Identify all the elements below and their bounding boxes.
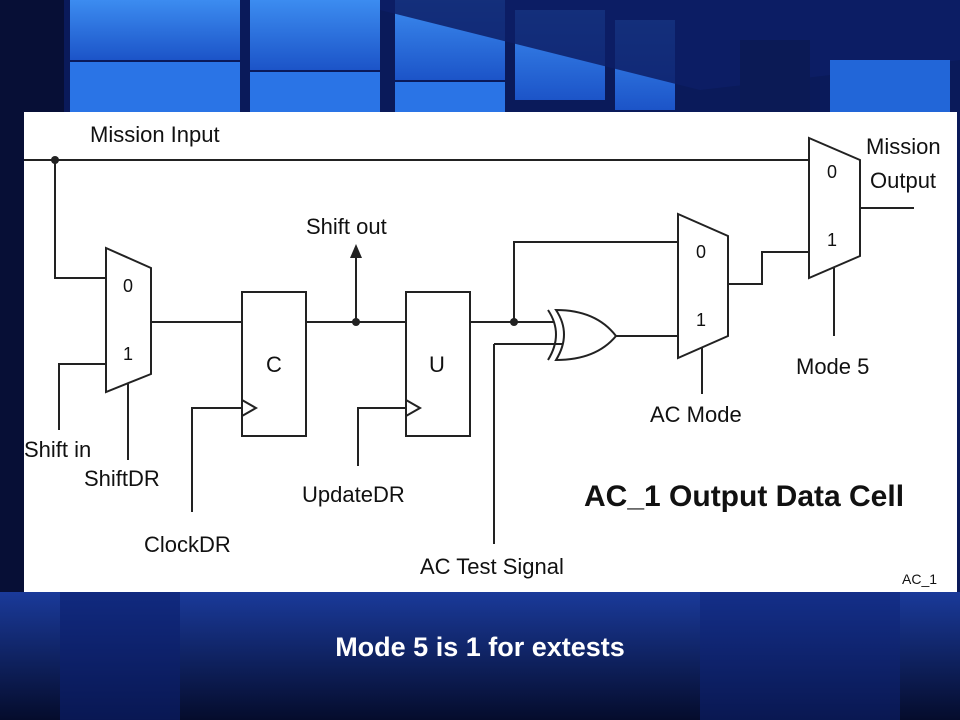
shift-mux-input-0-label: 0 bbox=[123, 276, 133, 296]
ac-test-signal-label: AC Test Signal bbox=[420, 554, 564, 579]
ac-mux-input-0-wire bbox=[513, 241, 678, 322]
diagram-corner-tag: AC_1 bbox=[902, 571, 937, 587]
update-dr-wire bbox=[357, 407, 406, 466]
xor-gate-back-curve bbox=[547, 309, 557, 361]
mission-mux-input-0-label: 0 bbox=[827, 162, 837, 182]
ac-mode-label: AC Mode bbox=[650, 402, 742, 427]
update-register bbox=[405, 291, 471, 437]
shift-out-arrow-icon bbox=[350, 244, 362, 258]
mode5-label: Mode 5 bbox=[796, 354, 869, 379]
shift-in-label: Shift in bbox=[24, 437, 91, 462]
diagram-panel: Mission Input 0 1 Shift in ShiftDR C Clo… bbox=[24, 112, 957, 592]
update-dr-label: UpdateDR bbox=[302, 482, 405, 507]
xor-gate bbox=[554, 308, 618, 362]
mission-mux-input-1-label: 1 bbox=[827, 230, 837, 250]
shift-mux bbox=[105, 246, 152, 394]
shift-mux-input-1-label: 1 bbox=[123, 344, 133, 364]
capture-register bbox=[241, 291, 307, 437]
clock-dr-label: ClockDR bbox=[144, 532, 231, 557]
mission-output-label-line1: Mission bbox=[866, 134, 941, 159]
slide-caption: Mode 5 is 1 for extests bbox=[335, 632, 625, 662]
ac-mux-output-wire bbox=[728, 251, 809, 285]
ac-mux-input-1-label: 1 bbox=[696, 310, 706, 330]
ac-mode-mux bbox=[677, 212, 729, 360]
capture-clock-triangle bbox=[241, 399, 259, 417]
shift-dr-label: ShiftDR bbox=[84, 466, 160, 491]
clock-dr-wire bbox=[191, 407, 242, 512]
ac1-output-cell-schematic: Mission Input 0 1 Shift in ShiftDR C Clo… bbox=[24, 122, 941, 587]
mission-input-branch-wire bbox=[54, 160, 106, 279]
ac-mux-input-0-label: 0 bbox=[696, 242, 706, 262]
update-register-label: U bbox=[429, 352, 445, 377]
update-clock-triangle bbox=[405, 399, 423, 417]
shift-in-wire bbox=[58, 363, 106, 430]
mission-output-label-line2: Output bbox=[870, 168, 936, 193]
mission-output-mux bbox=[808, 136, 861, 280]
capture-register-label: C bbox=[266, 352, 282, 377]
mission-input-label: Mission Input bbox=[90, 122, 220, 147]
shift-out-label: Shift out bbox=[306, 214, 387, 239]
diagram-title: AC_1 Output Data Cell bbox=[584, 480, 904, 513]
